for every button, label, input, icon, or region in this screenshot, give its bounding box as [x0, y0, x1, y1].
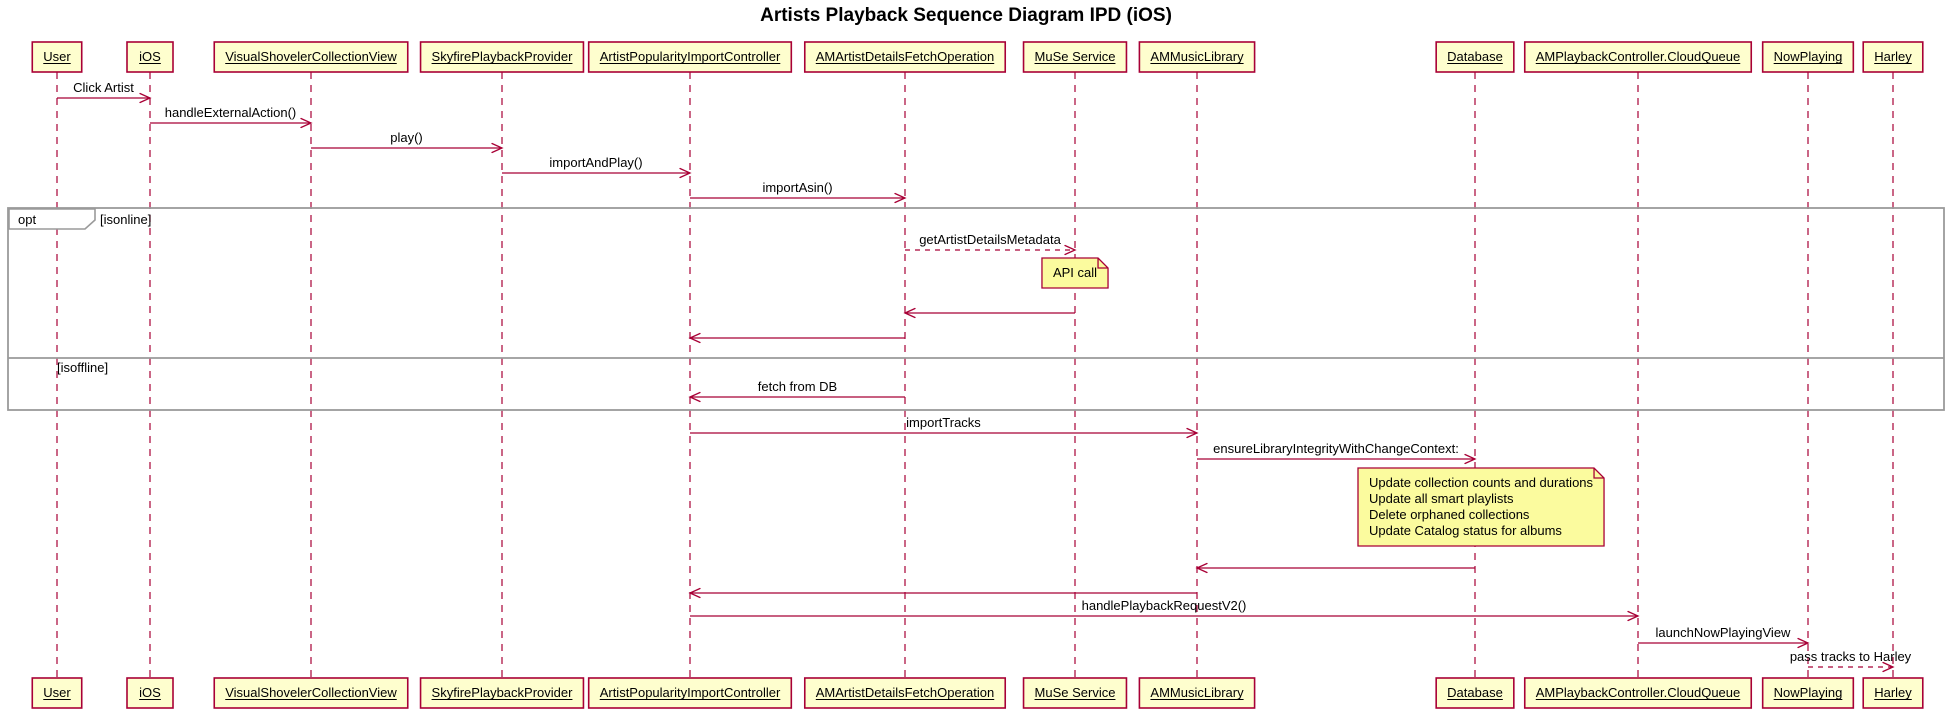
participant-box-top-ammusiclibrary — [1138, 41, 1256, 73]
participant-box-top-ios — [126, 41, 174, 73]
participant-name-bottom-ammusiclibrary: AMMusicLibrary — [1150, 685, 1244, 700]
participant-name-bottom-harley: Harley — [1874, 685, 1912, 700]
participant-box-bottom-muse-service — [1022, 677, 1128, 709]
note-library-integrity-fold-icon — [1593, 468, 1605, 479]
participant-name-bottom-skyfireplaybackprovider: SkyfirePlaybackProvider — [432, 685, 574, 700]
note-library-integrity-text: Delete orphaned collections — [1369, 507, 1530, 522]
participant-box-top-amplaybackcontroller-cloudqueue — [1523, 41, 1753, 73]
message-arrowhead-7 — [688, 332, 701, 344]
participant-name-top-nowplaying: NowPlaying — [1774, 49, 1843, 64]
participant-name-bottom-amartistdetailsfetchoperation: AMArtistDetailsFetchOperation — [816, 685, 994, 700]
message-arrowhead-8 — [688, 391, 701, 403]
note-library-integrity-text: Update Catalog status for albums — [1369, 523, 1562, 538]
opt-frame-label-pentagon — [8, 208, 96, 230]
participant-name-bottom-nowplaying: NowPlaying — [1774, 685, 1843, 700]
message-arrowhead-9 — [1186, 427, 1199, 439]
participant-box-bottom-harley — [1862, 677, 1924, 709]
message-arrowhead-15 — [1882, 661, 1895, 673]
participant-box-bottom-database — [1435, 677, 1515, 709]
participant-box-bottom-artistpopularityimportcontroller — [587, 677, 793, 709]
message-label-handleexternalaction: handleExternalAction() — [165, 105, 297, 120]
participant-box-bottom-amplaybackcontroller-cloudqueue — [1523, 677, 1753, 709]
participant-box-top-database — [1435, 41, 1515, 73]
participant-name-top-ammusiclibrary: AMMusicLibrary — [1150, 49, 1244, 64]
participant-box-bottom-user — [31, 677, 83, 709]
message-arrowhead-1 — [300, 117, 313, 129]
participant-box-bottom-ammusiclibrary — [1138, 677, 1256, 709]
message-label-importasin: importAsin() — [762, 180, 832, 195]
participant-name-bottom-amplaybackcontroller-cloudqueue: AMPlaybackController.CloudQueue — [1536, 685, 1741, 700]
participant-name-top-artistpopularityimportcontroller: ArtistPopularityImportController — [600, 49, 781, 64]
participant-name-top-database: Database — [1447, 49, 1503, 64]
participant-box-top-artistpopularityimportcontroller — [587, 41, 793, 73]
message-arrowhead-10 — [1464, 453, 1477, 465]
diagram-title: Artists Playback Sequence Diagram IPD (i… — [760, 5, 1172, 26]
message-label-ensurelibraryintegritywithchangecontext: ensureLibraryIntegrityWithChangeContext: — [1213, 441, 1459, 456]
opt-frame — [7, 207, 1945, 411]
message-arrowhead-11 — [1195, 562, 1208, 574]
participant-box-top-user — [31, 41, 83, 73]
participant-name-bottom-ios: iOS — [139, 685, 161, 700]
participant-name-bottom-muse-service: MuSe Service — [1035, 685, 1116, 700]
participant-box-bottom-skyfireplaybackprovider — [419, 677, 585, 709]
participant-name-bottom-database: Database — [1447, 685, 1503, 700]
note-api-call — [1041, 257, 1109, 289]
message-label-handleplaybackrequestv2: handlePlaybackRequestV2() — [1082, 598, 1247, 613]
participant-box-bottom-nowplaying — [1761, 677, 1855, 709]
participant-name-top-amplaybackcontroller-cloudqueue: AMPlaybackController.CloudQueue — [1536, 49, 1741, 64]
participant-box-top-skyfireplaybackprovider — [419, 41, 585, 73]
message-label-fetch-from-db: fetch from DB — [758, 379, 837, 394]
participant-name-top-harley: Harley — [1874, 49, 1912, 64]
opt-frame-guard-isoffline: [isoffline] — [57, 360, 108, 375]
message-arrowhead-2 — [491, 142, 504, 154]
participant-name-bottom-user: User — [43, 685, 71, 700]
note-library-integrity — [1357, 467, 1605, 547]
message-label-importtracks: importTracks — [906, 415, 981, 430]
participant-box-bottom-visualshovelercollectionview — [213, 677, 409, 709]
participant-name-top-visualshovelercollectionview: VisualShovelerCollectionView — [225, 49, 397, 64]
participant-name-bottom-artistpopularityimportcontroller: ArtistPopularityImportController — [600, 685, 781, 700]
note-library-integrity-text: Update all smart playlists — [1369, 491, 1514, 506]
note-api-call-fold-icon — [1097, 258, 1109, 269]
message-arrowhead-4 — [894, 192, 907, 204]
participant-name-top-amartistdetailsfetchoperation: AMArtistDetailsFetchOperation — [816, 49, 994, 64]
participant-name-top-ios: iOS — [139, 49, 161, 64]
message-label-play: play() — [390, 130, 423, 145]
message-arrowhead-3 — [679, 167, 692, 179]
message-label-pass-tracks-to-harley: pass tracks to Harley — [1790, 649, 1912, 664]
message-label-importandplay: importAndPlay() — [549, 155, 642, 170]
message-arrowhead-5 — [1064, 244, 1077, 256]
note-api-call-text: API call — [1053, 265, 1097, 280]
participant-name-bottom-visualshovelercollectionview: VisualShovelerCollectionView — [225, 685, 397, 700]
message-arrowhead-13 — [1627, 610, 1640, 622]
message-arrowhead-6 — [903, 307, 916, 319]
participant-box-top-visualshovelercollectionview — [213, 41, 409, 73]
participant-box-top-nowplaying — [1761, 41, 1855, 73]
opt-frame-operator: opt — [18, 212, 36, 227]
message-label-launchnowplayingview: launchNowPlayingView — [1656, 625, 1792, 640]
participant-name-top-muse-service: MuSe Service — [1035, 49, 1116, 64]
participant-box-top-harley — [1862, 41, 1924, 73]
message-arrowhead-0 — [139, 92, 152, 104]
participant-box-top-amartistdetailsfetchoperation — [803, 41, 1007, 73]
note-library-integrity-text: Update collection counts and durations — [1369, 475, 1594, 490]
opt-frame-guard-isonline: [isonline] — [100, 212, 151, 227]
participant-box-bottom-ios — [126, 677, 174, 709]
message-arrowhead-14 — [1797, 637, 1810, 649]
participant-name-top-user: User — [43, 49, 71, 64]
participant-name-top-skyfireplaybackprovider: SkyfirePlaybackProvider — [432, 49, 574, 64]
participant-box-top-muse-service — [1022, 41, 1128, 73]
message-label-getartistdetailsmetadata: getArtistDetailsMetadata — [919, 232, 1061, 247]
message-arrowhead-12 — [688, 587, 701, 599]
message-label-click-artist: Click Artist — [73, 80, 134, 95]
participant-box-bottom-amartistdetailsfetchoperation — [803, 677, 1007, 709]
